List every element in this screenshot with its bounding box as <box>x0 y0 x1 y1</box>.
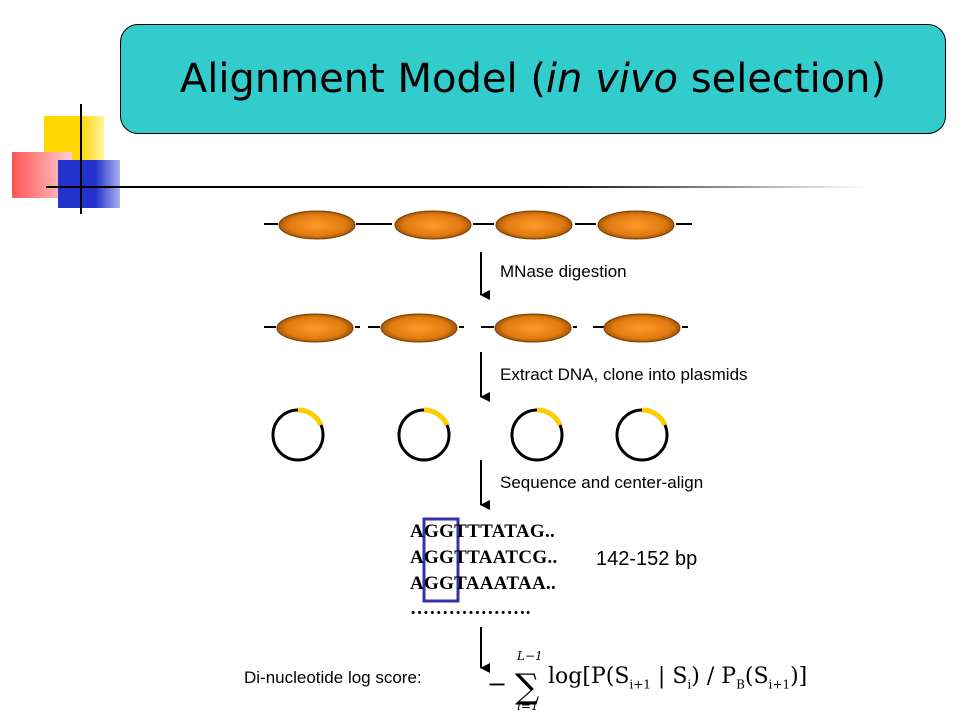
nucleosome <box>278 210 356 240</box>
length-label: 142-152 bp <box>596 548 698 570</box>
center-highlight-box <box>422 517 460 603</box>
title-banner: Alignment Model (in vivo selection) <box>120 24 946 134</box>
plasmid <box>615 407 669 462</box>
sequence-line: AGGTAAATAA.. <box>410 573 557 594</box>
plasmid-row <box>271 407 669 462</box>
nucleosome <box>495 210 573 240</box>
decor-vertical-line <box>80 104 82 214</box>
sequence-line: AGGTTAATCG.. <box>410 547 558 568</box>
plasmid <box>510 407 564 462</box>
plasmid <box>397 407 451 462</box>
sequence-line: ………………. <box>410 598 531 619</box>
decor-blue-square <box>58 160 120 208</box>
nucleosome <box>276 313 354 343</box>
nucleosome <box>603 313 681 343</box>
score-formula: log[P(Si+1 | Si) / PB(Si+1)] <box>548 664 808 692</box>
step-label-mnase: MNase digestion <box>500 262 627 281</box>
page-title: Alignment Model (in vivo selection) <box>179 56 887 102</box>
nucleosome <box>597 210 675 240</box>
decor-horizontal-line <box>46 186 866 188</box>
nucleosome <box>380 313 458 343</box>
chromatin-row <box>264 210 692 240</box>
step-label-extract: Extract DNA, clone into plasmids <box>500 365 748 384</box>
sum-upper-limit: L−1 <box>517 649 543 663</box>
score-label: Di-nucleotide log score: <box>244 668 422 687</box>
nucleosome <box>394 210 472 240</box>
sum-sign: ∑ <box>515 667 539 707</box>
sequence-line: AGGTTTATAG.. <box>410 521 556 542</box>
digested-row <box>264 313 688 343</box>
nucleosome <box>494 313 572 343</box>
minus-sign: − <box>487 670 507 698</box>
plasmid <box>271 407 325 462</box>
sum-lower-limit: i=1 <box>517 699 539 713</box>
step-label-sequence: Sequence and center-align <box>500 473 704 492</box>
